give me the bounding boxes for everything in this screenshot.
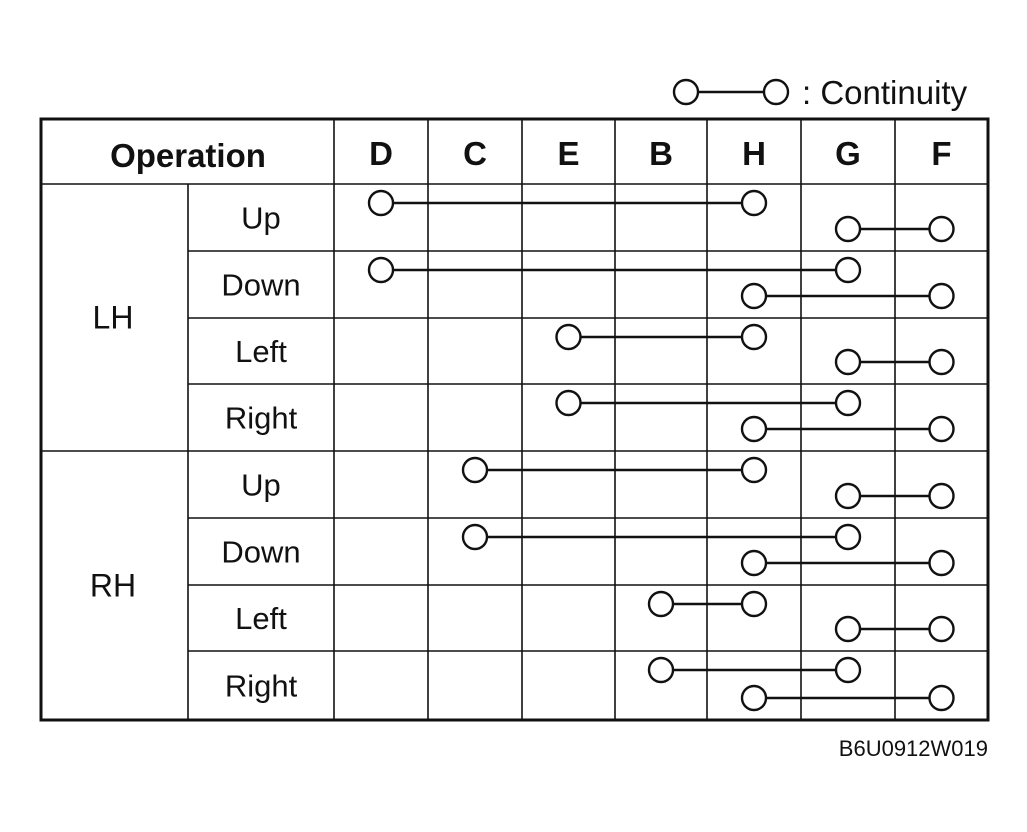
- column-header: C: [463, 135, 487, 172]
- terminal-H: [740, 456, 768, 484]
- terminal-G: [834, 348, 862, 376]
- terminal-F: [928, 482, 955, 510]
- row-label: Right: [225, 401, 298, 436]
- row-label: Down: [221, 535, 300, 570]
- terminal-B: [647, 590, 675, 618]
- terminal-F: [928, 549, 955, 577]
- terminal-F: [928, 684, 955, 712]
- column-header: H: [742, 135, 766, 172]
- terminal-E: [555, 323, 582, 351]
- legend: : Continuity: [672, 74, 968, 111]
- terminal-H: [740, 549, 768, 577]
- column-header: B: [649, 135, 673, 172]
- column-header: G: [835, 135, 861, 172]
- terminal-G: [834, 482, 862, 510]
- terminal-F: [928, 282, 955, 310]
- group-label: RH: [90, 568, 136, 604]
- terminal-G: [834, 656, 862, 684]
- row-label: Down: [221, 268, 300, 303]
- terminal-F: [928, 215, 955, 243]
- legend-terminal-right: [762, 78, 790, 106]
- terminal-G: [834, 215, 862, 243]
- legend-text: : Continuity: [802, 74, 968, 111]
- row-label: Up: [241, 201, 281, 236]
- column-header: D: [369, 135, 393, 172]
- terminal-G: [834, 523, 862, 551]
- legend-terminal-left: [672, 78, 700, 106]
- group-label: LH: [93, 300, 134, 336]
- terminal-H: [740, 189, 768, 217]
- terminal-H: [740, 415, 768, 443]
- terminal-F: [928, 348, 955, 376]
- figure-code: B6U0912W019: [839, 736, 988, 761]
- table-frame: [39, 117, 990, 722]
- terminal-G: [834, 389, 862, 417]
- column-header: E: [557, 135, 579, 172]
- terminal-H: [740, 282, 768, 310]
- terminal-H: [740, 323, 768, 351]
- column-header: F: [931, 135, 951, 172]
- row-label: Right: [225, 669, 298, 704]
- terminal-F: [928, 415, 955, 443]
- row-label: Up: [241, 468, 281, 503]
- terminal-H: [740, 684, 768, 712]
- terminal-D: [367, 189, 395, 217]
- continuity-table: [39, 117, 990, 722]
- row-label: Left: [235, 601, 287, 636]
- operation-header: Operation: [110, 137, 266, 174]
- terminal-B: [647, 656, 675, 684]
- terminal-G: [834, 615, 862, 643]
- terminal-C: [461, 456, 489, 484]
- terminal-G: [834, 256, 862, 284]
- connections: [367, 189, 955, 712]
- terminal-H: [740, 590, 768, 618]
- terminal-E: [555, 389, 582, 417]
- terminal-F: [928, 615, 955, 643]
- row-label: Left: [235, 334, 287, 369]
- terminal-C: [461, 523, 489, 551]
- terminal-D: [367, 256, 395, 284]
